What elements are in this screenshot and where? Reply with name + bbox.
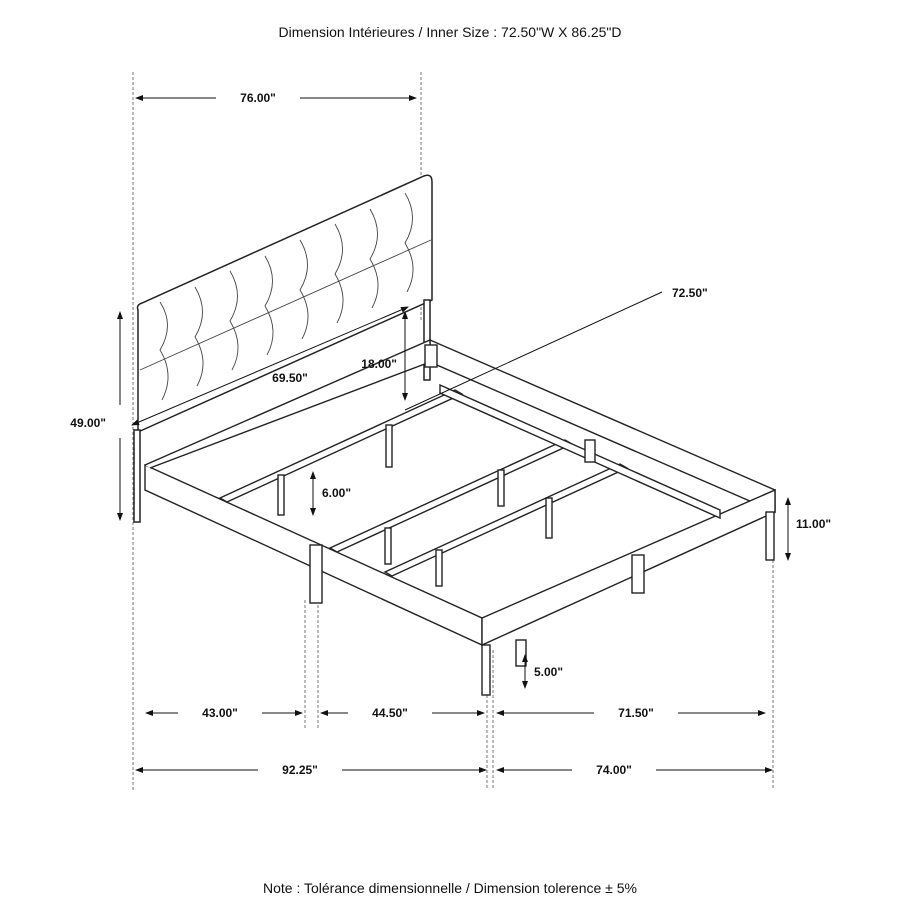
- dim-rail-height: 11.00": [796, 517, 831, 531]
- dim-headboard-width: 76.00": [240, 91, 276, 105]
- dim-leg-height: 5.00": [534, 665, 563, 679]
- dimension-lines: [117, 95, 791, 773]
- dim-headboard-inner-width: 69.50": [272, 371, 308, 385]
- dim-seg-1: 43.00": [202, 706, 238, 720]
- diagram-title: Dimension Intérieures / Inner Size : 72.…: [278, 24, 622, 40]
- dim-headboard-panel-height: 18.00": [361, 357, 397, 371]
- dim-width: 74.00": [596, 763, 632, 777]
- dimension-labels: 76.00" 72.50" 49.00" 69.50" 18.00" 6.00"…: [70, 91, 831, 777]
- dim-length: 92.25": [282, 763, 318, 777]
- bed-frame: [144, 338, 776, 696]
- dim-slat-clearance: 6.00": [322, 486, 351, 500]
- tolerance-note: Note : Tolérance dimensionnelle / Dimens…: [263, 880, 637, 896]
- dim-seg-3: 71.50": [618, 706, 654, 720]
- dim-seg-2: 44.50": [372, 706, 408, 720]
- dim-total-height: 49.00": [70, 416, 106, 430]
- dim-inner-width: 72.50": [672, 286, 708, 300]
